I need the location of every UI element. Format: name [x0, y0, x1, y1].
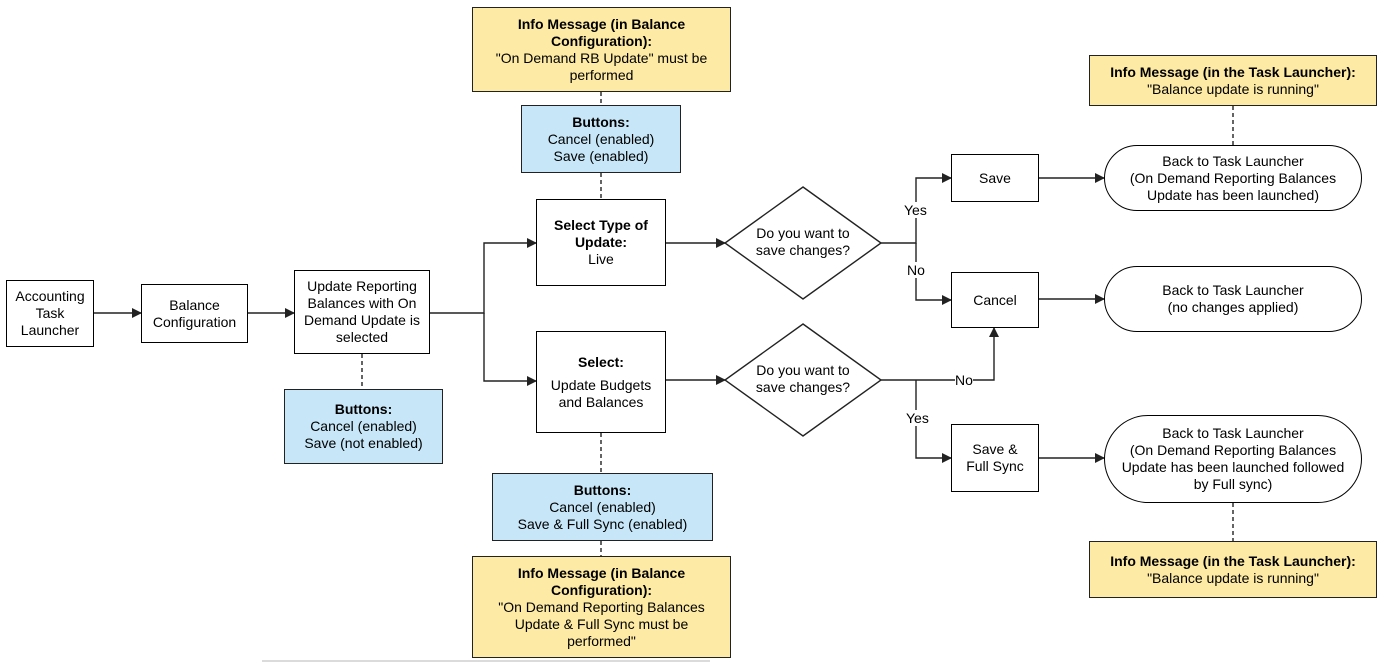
edge-label-yes-top: Yes	[904, 202, 927, 218]
update-reporting-balances-node: Update Reporting Balances with On Demand…	[294, 270, 430, 354]
info-message-bottom-note: Info Message (in Balance Configuration):…	[472, 556, 731, 658]
edge-decision-bottom-yes	[915, 380, 952, 463]
edge-update-to-budgets	[483, 313, 537, 386]
back-to-launcher-full-sync-node: Back to Task Launcher (On Demand Reporti…	[1104, 415, 1362, 503]
cancel-node: Cancel	[951, 272, 1039, 328]
balance-configuration-node: Balance Configuration	[141, 284, 248, 343]
decision-top-text: Do you want to save changes?	[755, 225, 851, 258]
edge-label-no-top: No	[907, 262, 925, 278]
select-live-node: Select Type of Update: Live	[536, 199, 666, 286]
decision-top-shape	[723, 186, 883, 300]
edge-label-yes-bottom: Yes	[906, 410, 929, 426]
info-message-task-launcher-bottom-note: Info Message (in the Task Launcher): "Ba…	[1089, 541, 1377, 598]
info-message-task-launcher-top-note: Info Message (in the Task Launcher): "Ba…	[1089, 55, 1377, 106]
back-to-launcher-launched-node: Back to Task Launcher (On Demand Reporti…	[1104, 145, 1362, 211]
back-to-launcher-no-changes-node: Back to Task Launcher (no changes applie…	[1104, 266, 1362, 332]
edge-update-to-live	[430, 238, 537, 314]
info-message-top-note: Info Message (in Balance Configuration):…	[472, 7, 731, 92]
save-full-sync-node: Save & Full Sync	[951, 424, 1039, 492]
buttons-bottom-note: Buttons: Cancel (enabled) Save & Full Sy…	[492, 473, 713, 541]
edge-decision-bottom-no	[881, 327, 999, 381]
select-budgets-node: Select: Update Budgets and Balances	[536, 331, 666, 433]
buttons-top-note: Buttons: Cancel (enabled) Save (enabled)	[521, 105, 681, 173]
decision-bottom-text: Do you want to save changes?	[755, 362, 851, 395]
save-node: Save	[951, 154, 1039, 202]
edge-label-no-bottom: No	[955, 372, 973, 388]
decision-bottom-shape	[723, 323, 883, 437]
accounting-task-launcher-node: Accounting Task Launcher	[6, 280, 94, 347]
buttons-left-note: Buttons: Cancel (enabled) Save (not enab…	[284, 389, 443, 464]
